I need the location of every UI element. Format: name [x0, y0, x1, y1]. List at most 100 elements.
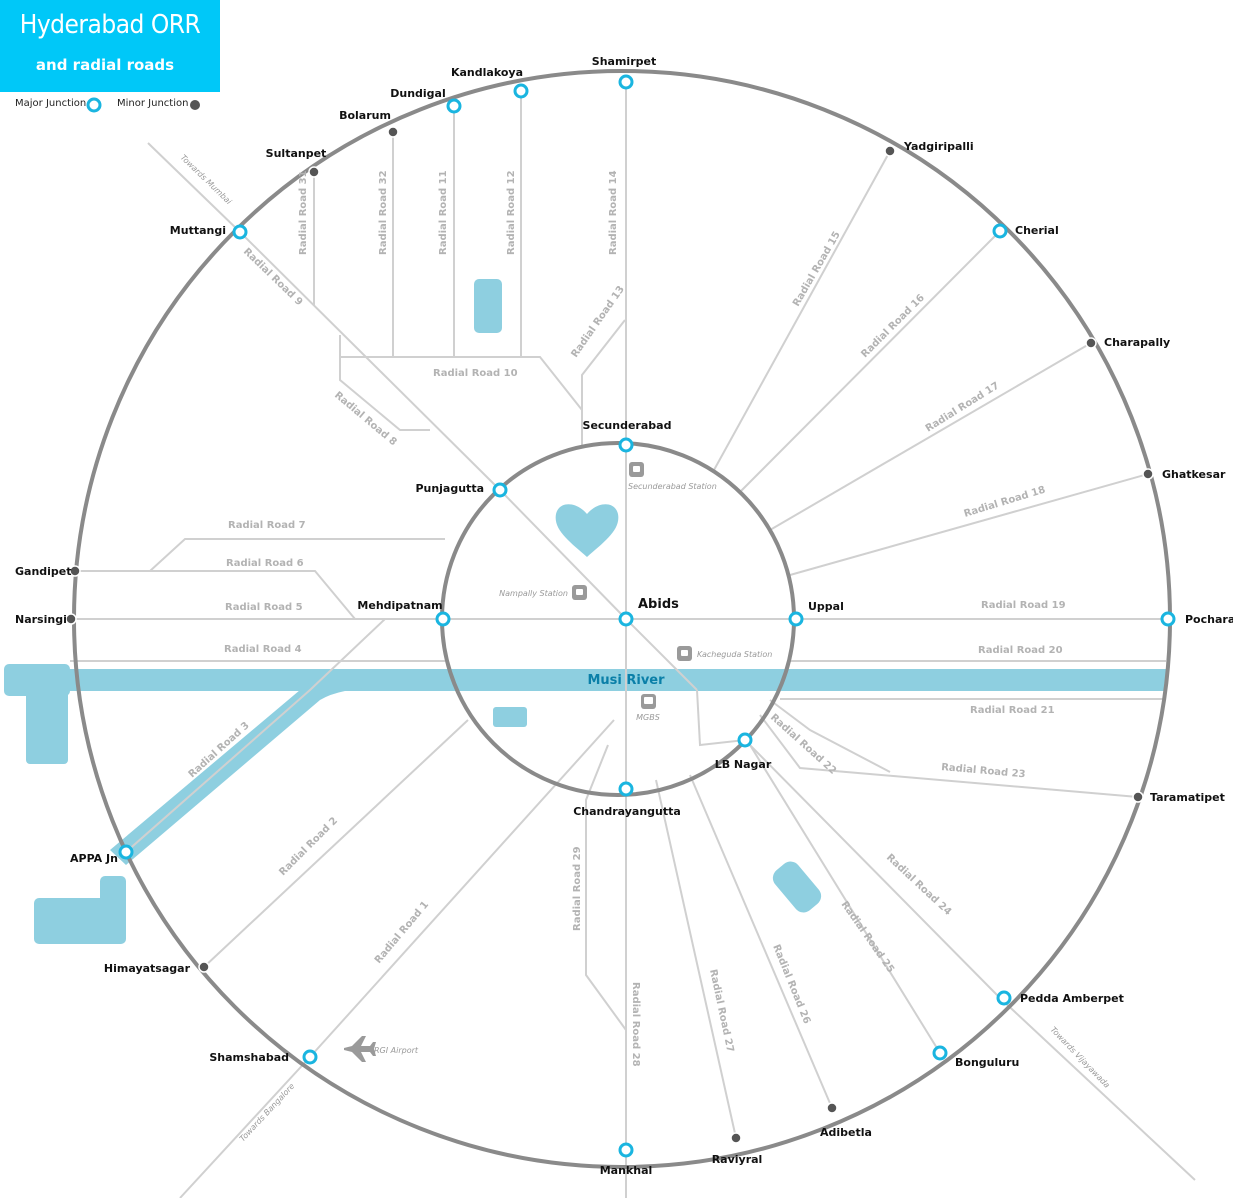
- junction-bonguluru[interactable]: [932, 1045, 948, 1061]
- station-labels: Secunderabad Station Nampally Station Ka…: [374, 482, 772, 1055]
- label-road-4: Radial Road 4: [224, 644, 302, 655]
- junction-raviyral[interactable]: [730, 1132, 742, 1144]
- airport-plane-icon: [344, 1036, 376, 1062]
- junction-taramatipet[interactable]: [1132, 791, 1144, 803]
- label-road-29: Radial Road 29: [572, 846, 583, 931]
- junction-lb-nagar[interactable]: [737, 732, 753, 748]
- water-bodies: [4, 279, 1166, 944]
- label-road-20: Radial Road 20: [978, 645, 1063, 656]
- osman-sagar-lake-arm: [26, 680, 68, 764]
- label-mgbs: MGBS: [636, 713, 660, 722]
- title-banner: Hyderabad ORR and radial roads: [0, 0, 220, 92]
- label-ghatkesar: Ghatkesar: [1162, 468, 1226, 481]
- junction-himayatsagar[interactable]: [198, 961, 210, 973]
- label-road-8: Radial Road 8: [332, 390, 399, 448]
- label-chandrayangutta: Chandrayangutta: [573, 805, 681, 818]
- label-road-14: Radial Road 14: [608, 170, 619, 255]
- minor-junctions: [65, 126, 1154, 1144]
- label-road-13: Radial Road 13: [569, 284, 627, 360]
- label-road-25: Radial Road 25: [839, 899, 897, 975]
- hussain-sagar-lake: [555, 504, 619, 557]
- label-road-32: Radial Road 32: [378, 170, 389, 255]
- label-road-12: Radial Road 12: [506, 170, 517, 255]
- map-title: Hyderabad ORR: [19, 10, 201, 40]
- label-charapally: Charapally: [1104, 336, 1170, 349]
- inner-labels: Secunderabad Punjagutta Mehdipatnam Abid…: [357, 419, 843, 818]
- junction-secunderabad[interactable]: [618, 437, 634, 453]
- junction-punjagutta[interactable]: [492, 482, 508, 498]
- label-himayatsagar: Himayatsagar: [104, 962, 191, 975]
- label-mehdipatnam: Mehdipatnam: [357, 599, 442, 612]
- label-road-7: Radial Road 7: [228, 520, 306, 531]
- label-kacheguda-station: Kacheguda Station: [697, 650, 772, 659]
- legend-minor-label: Minor Junction: [117, 98, 189, 109]
- label-appa: APPA Jn: [70, 852, 118, 865]
- label-kandlakoya: Kandlakoya: [451, 66, 523, 79]
- junction-ghatkesar[interactable]: [1142, 468, 1154, 480]
- label-taramatipet: Taramatipet: [1150, 791, 1225, 804]
- station-icon-glyphs: [576, 466, 688, 704]
- legend-major-label: Major Junction: [15, 98, 87, 109]
- junction-sultanpet[interactable]: [308, 166, 320, 178]
- junction-pocharam[interactable]: [1160, 611, 1176, 627]
- junction-pedda-amberpet[interactable]: [996, 990, 1012, 1006]
- junction-bolarum[interactable]: [387, 126, 399, 138]
- junction-gandipet[interactable]: [69, 565, 81, 577]
- lake-southeast: [772, 861, 822, 913]
- junction-yadgiripalli[interactable]: [884, 145, 896, 157]
- label-road-31: Radial Road 31: [298, 170, 309, 255]
- outer-labels: Shamirpet Kandlakoya Dundigal Bolarum Su…: [15, 55, 1233, 1177]
- junction-uppal[interactable]: [788, 611, 804, 627]
- label-road-21: Radial Road 21: [970, 705, 1055, 716]
- label-uppal: Uppal: [808, 600, 844, 613]
- label-gandipet: Gandipet: [15, 565, 72, 578]
- label-sultanpet: Sultanpet: [266, 147, 327, 160]
- junction-charapally[interactable]: [1085, 337, 1097, 349]
- junction-kandlakoya[interactable]: [513, 83, 529, 99]
- label-nampally-station: Nampally Station: [499, 589, 568, 598]
- junction-dundigal[interactable]: [446, 98, 462, 114]
- junction-narsingi[interactable]: [65, 613, 77, 625]
- map-subtitle: and radial roads: [35, 56, 175, 74]
- label-adibetla: Adibetla: [820, 1126, 872, 1139]
- label-dundigal: Dundigal: [390, 87, 446, 100]
- label-secunderabad: Secunderabad: [583, 419, 672, 432]
- direction-labels: Towards Mumbai Towards Bangalore Towards…: [179, 153, 1112, 1143]
- lake-north: [474, 279, 502, 333]
- label-road-27: Radial Road 27: [707, 968, 735, 1053]
- label-road-9: Radial Road 9: [241, 246, 304, 308]
- label-raviyral: Raviyral: [712, 1153, 763, 1166]
- label-road-28: Radial Road 28: [630, 982, 641, 1067]
- musi-river: [4, 669, 1166, 691]
- label-pedda-amberpet: Pedda Amberpet: [1020, 992, 1124, 1005]
- junction-muttangi[interactable]: [232, 224, 248, 240]
- label-road-17: Radial Road 17: [924, 380, 1002, 434]
- label-cherial: Cherial: [1015, 224, 1059, 237]
- major-junctions: [118, 74, 1176, 1158]
- label-bolarum: Bolarum: [339, 109, 391, 122]
- label-narsingi: Narsingi: [15, 613, 67, 626]
- river-channel: [110, 669, 440, 865]
- label-bonguluru: Bonguluru: [955, 1056, 1019, 1069]
- junction-mehdipatnam[interactable]: [435, 611, 451, 627]
- legend-minor-icon: [190, 100, 200, 110]
- junction-mankhal[interactable]: [618, 1142, 634, 1158]
- junction-adibetla[interactable]: [826, 1102, 838, 1114]
- junction-appa[interactable]: [118, 844, 134, 860]
- junction-shamirpet[interactable]: [618, 74, 634, 90]
- label-road-5: Radial Road 5: [225, 602, 303, 613]
- junction-cherial[interactable]: [992, 223, 1008, 239]
- junction-abids[interactable]: [618, 611, 634, 627]
- label-shamshabad: Shamshabad: [209, 1051, 289, 1064]
- label-rgi-airport: RGI Airport: [374, 1046, 419, 1055]
- junction-chandrayangutta[interactable]: [618, 781, 634, 797]
- junction-shamshabad[interactable]: [302, 1049, 318, 1065]
- label-punjagutta: Punjagutta: [415, 482, 484, 495]
- label-yadgiripalli: Yadgiripalli: [903, 140, 974, 153]
- lake-south: [493, 707, 527, 727]
- label-road-19: Radial Road 19: [981, 600, 1066, 611]
- label-secunderabad-station: Secunderabad Station: [628, 482, 717, 491]
- label-road-22: Radial Road 22: [768, 712, 838, 777]
- label-road-16: Radial Road 16: [859, 293, 927, 361]
